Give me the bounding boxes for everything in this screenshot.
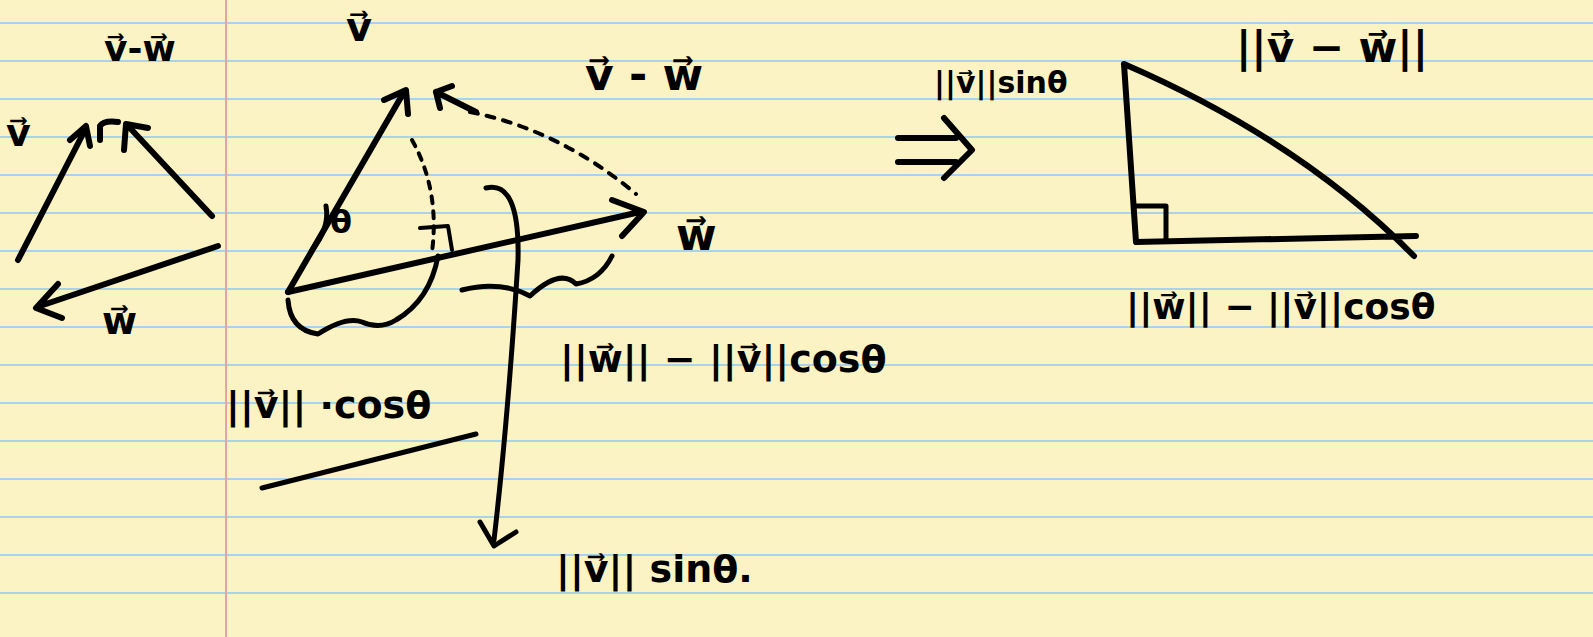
length-label: ||v⃗ − w⃗|| [1236,24,1428,72]
right-angle-mark [1136,206,1166,240]
leader-arrow [480,187,518,546]
vector-label: v⃗ [6,112,31,156]
vector-label: v⃗-w⃗ [104,28,176,69]
angle-label: θ [330,204,352,241]
vector-v-minus-w [124,124,212,216]
right-angle-mark [420,226,452,250]
margin-line [225,0,227,637]
arrowhead [436,86,476,112]
vector-v [288,90,408,292]
perpendicular [412,140,434,252]
length-label: ||v⃗|| ·cosθ [226,384,431,428]
dashed-vector [470,112,636,194]
angle-arc [312,206,327,250]
implies-arrow [898,118,972,178]
vector-label: v⃗ - w⃗ [585,50,703,101]
length-label: ||v⃗||sinθ [934,66,1068,101]
vector-label: w⃗ [676,210,717,261]
vector-label: w⃗ [102,300,137,344]
length-label: ||v⃗|| sinθ. [556,548,753,592]
hook-mark [100,122,118,141]
underline [262,434,476,488]
vector-label: v⃗ [346,4,372,50]
length-label: ||w⃗|| − ||v⃗||cosθ [560,338,887,382]
brace [288,256,438,334]
brace [462,256,612,296]
length-label: ||w⃗|| − ||v⃗||cosθ [1126,286,1435,327]
right-triangle [1124,64,1416,256]
